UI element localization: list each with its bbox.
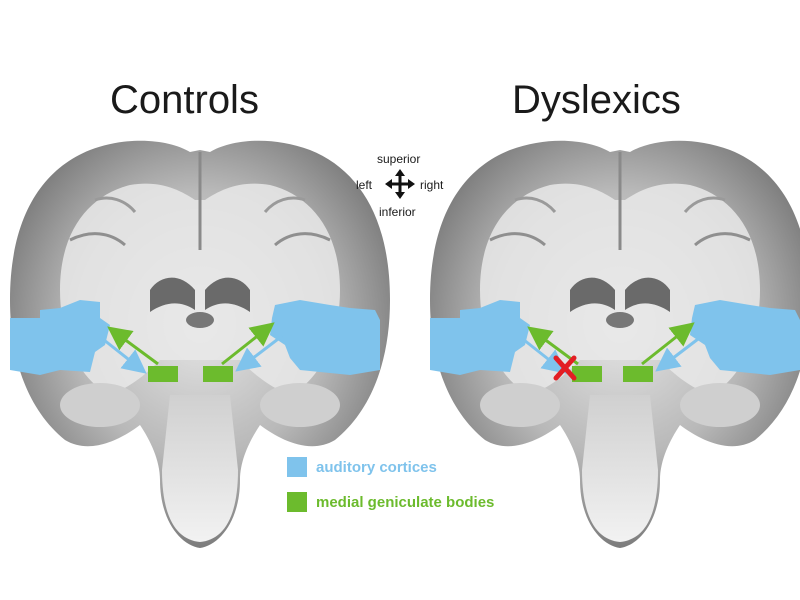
- legend-item-auditory: auditory cortices: [287, 457, 437, 477]
- arrow-green-left-dyslexics: [527, 326, 579, 366]
- geniculate-right-dyslexics: [623, 366, 653, 382]
- geniculate-right-controls: [203, 366, 233, 382]
- arrow-blue-left-controls: [103, 338, 147, 374]
- legend-label-geniculate: medial geniculate bodies: [316, 493, 495, 511]
- arrow-green-left-controls: [107, 326, 159, 366]
- arrow-blue-right-controls: [235, 334, 283, 372]
- legend-label-auditory: auditory cortices: [316, 458, 437, 476]
- auditory-cortex-right-controls: [270, 300, 380, 375]
- legend-item-geniculate: medial geniculate bodies: [287, 492, 494, 512]
- brain-slice-dyslexics: [428, 139, 800, 550]
- brain-slice-controls: [8, 139, 392, 550]
- arrow-blue-left-dyslexics: [523, 338, 567, 374]
- arrow-green-right-controls: [221, 322, 275, 366]
- auditory-cortex-left-controls: [10, 300, 110, 375]
- orientation-cross-icon: [385, 169, 415, 199]
- geniculate-left-dyslexics: [572, 366, 602, 382]
- orientation-right: right: [420, 178, 444, 192]
- legend-swatch-auditory: [287, 457, 307, 477]
- arrow-blue-right-dyslexics: [655, 334, 703, 372]
- orientation-inferior: inferior: [379, 205, 416, 219]
- orientation-left: left: [356, 178, 373, 192]
- orientation-superior: superior: [377, 152, 421, 166]
- panel-title-dyslexics: Dyslexics: [512, 78, 681, 122]
- geniculate-left-controls: [148, 366, 178, 382]
- auditory-cortex-right-dyslexics: [690, 300, 800, 375]
- panel-title-controls: Controls: [110, 78, 259, 122]
- disconnect-x-icon: [553, 355, 577, 381]
- legend-swatch-geniculate: [287, 492, 307, 512]
- arrow-green-right-dyslexics: [641, 322, 695, 366]
- auditory-cortex-left-dyslexics: [430, 300, 530, 375]
